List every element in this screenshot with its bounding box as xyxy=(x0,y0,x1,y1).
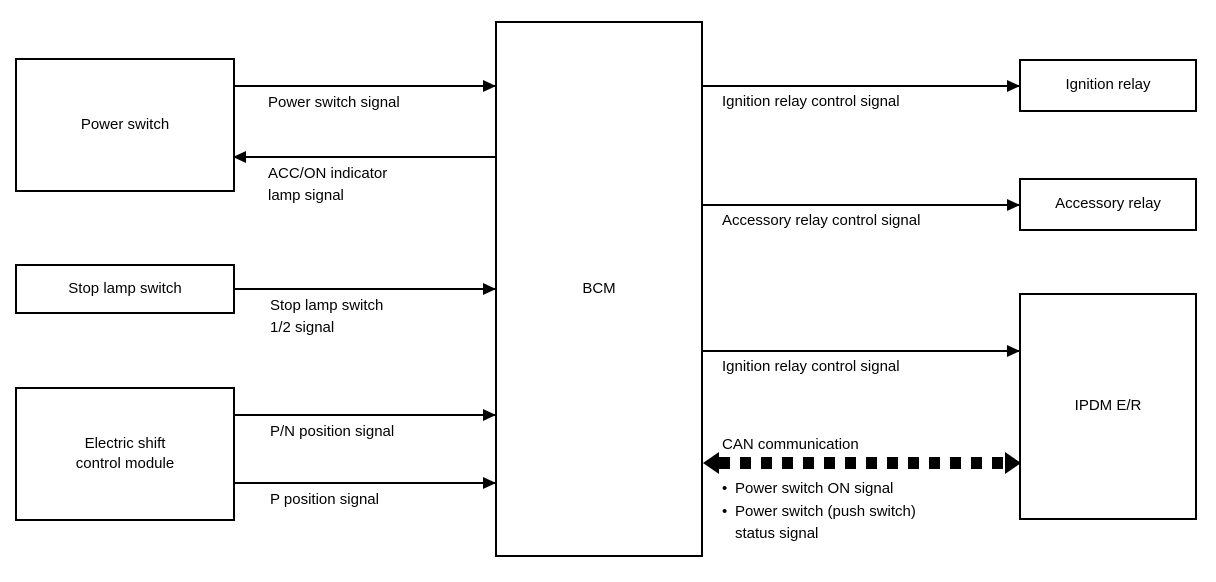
edge-label-stop-lamp-switch-signal: Stop lamp switch 1/2 signal xyxy=(270,297,384,336)
node-bcm-label: BCM xyxy=(582,279,616,297)
edge-label-power-switch-signal: Power switch signal xyxy=(268,94,400,111)
arrow-head-pn-position-signal xyxy=(483,409,496,421)
can-signal-item: Power switch ON signal xyxy=(722,478,1012,501)
edge-label-can-communication: CAN communication xyxy=(722,436,859,453)
node-electric-shift-control-module-label: Electric shift control module xyxy=(75,434,175,472)
edge-line-ignition-relay-control-signal-1 xyxy=(703,85,1021,87)
edge-line-pn-position-signal xyxy=(235,414,495,416)
edge-line-stop-lamp-switch-signal xyxy=(235,288,495,290)
edge-line-accessory-relay-control-signal xyxy=(703,204,1021,206)
can-bus-arrow-left-icon xyxy=(703,452,719,474)
arrow-head-acc-on-indicator-lamp-signal xyxy=(233,151,246,163)
can-signal-list: Power switch ON signal Power switch (pus… xyxy=(722,478,1012,546)
edge-label-ignition-relay-control-signal-2: Ignition relay control signal xyxy=(722,358,900,375)
node-stop-lamp-switch[interactable]: Stop lamp switch xyxy=(15,264,235,314)
edge-label-accessory-relay-control-signal: Accessory relay control signal xyxy=(722,212,921,229)
node-ipdm-er[interactable]: IPDM E/R xyxy=(1019,293,1197,520)
can-bus-dashed-band xyxy=(719,457,1005,469)
edge-label-p-position-signal: P position signal xyxy=(270,491,379,508)
arrow-head-ignition-relay-control-signal-2 xyxy=(1007,345,1020,357)
node-power-switch-label: Power switch xyxy=(80,115,170,133)
can-bus-bidirectional-arrow xyxy=(703,452,1021,474)
edge-line-p-position-signal xyxy=(235,482,495,484)
edge-line-power-switch-signal xyxy=(235,85,495,87)
node-accessory-relay-label: Accessory relay xyxy=(1055,195,1161,213)
node-stop-lamp-switch-label: Stop lamp switch xyxy=(68,279,182,297)
node-ignition-relay-label: Ignition relay xyxy=(1065,76,1151,94)
arrow-head-stop-lamp-switch-signal xyxy=(483,283,496,295)
arrow-head-p-position-signal xyxy=(483,477,496,489)
node-power-switch[interactable]: Power switch xyxy=(15,58,235,192)
node-accessory-relay[interactable]: Accessory relay xyxy=(1019,178,1197,231)
edge-label-ignition-relay-control-signal-1: Ignition relay control signal xyxy=(722,93,900,110)
node-ipdm-er-label: IPDM E/R xyxy=(1074,397,1142,415)
node-bcm[interactable]: BCM xyxy=(495,21,703,557)
edge-label-pn-position-signal: P/N position signal xyxy=(270,423,395,440)
arrow-head-ignition-relay-control-signal-1 xyxy=(1007,80,1020,92)
edge-line-acc-on-indicator-lamp-signal xyxy=(235,156,495,158)
can-bus-arrow-right-icon xyxy=(1005,452,1021,474)
arrow-head-power-switch-signal xyxy=(483,80,496,92)
edge-label-acc-on-indicator-lamp-signal: ACC/ON indicator lamp signal xyxy=(268,165,388,204)
arrow-head-accessory-relay-control-signal xyxy=(1007,199,1020,211)
node-electric-shift-control-module[interactable]: Electric shift control module xyxy=(15,387,235,521)
edge-line-ignition-relay-control-signal-2 xyxy=(703,350,1021,352)
node-ignition-relay[interactable]: Ignition relay xyxy=(1019,59,1197,112)
can-signal-item: Power switch (push switch) status signal xyxy=(722,501,1012,546)
